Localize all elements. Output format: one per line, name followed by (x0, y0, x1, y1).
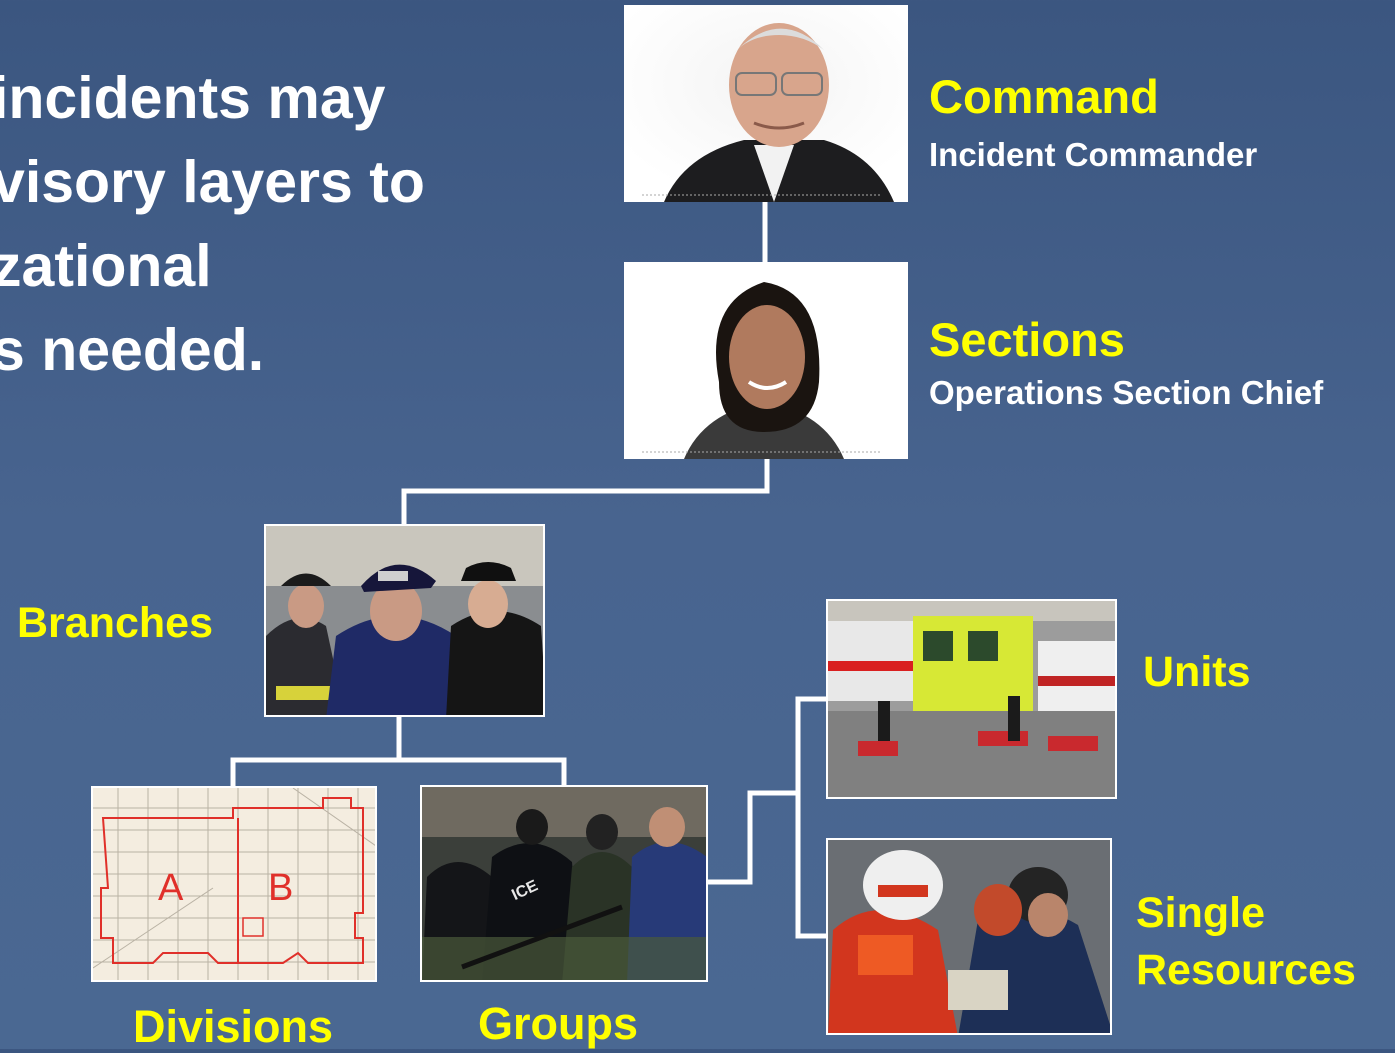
single-resources-line-1: Single (1136, 889, 1266, 937)
division-b-label: B (268, 867, 293, 909)
intro-line-3: zational (0, 233, 212, 299)
connector-groups-resources (707, 790, 798, 885)
intro-line-4: s needed. (0, 317, 265, 383)
division-a-label: A (158, 867, 184, 909)
command-photo (624, 5, 908, 202)
single-resources-line-2: Resources (1136, 946, 1356, 994)
units-photo (826, 599, 1117, 799)
single-resources-title: Single Resources (1136, 885, 1356, 999)
sections-role: Operations Section Chief (929, 374, 1324, 411)
connector-units-single-resources (795, 696, 826, 939)
intro-text: incidents may visory layers to zational … (0, 56, 512, 392)
command-role: Incident Commander (929, 136, 1258, 173)
groups-photo: ICE (420, 785, 708, 982)
connector-branches-divisions (230, 716, 402, 786)
divisions-title: Divisions (133, 1001, 334, 1052)
sections-title: Sections (929, 313, 1125, 366)
units-title: Units (1143, 648, 1251, 696)
intro-line-2: visory layers to (0, 149, 425, 215)
sections-photo (624, 262, 908, 459)
single-resources-photo (826, 838, 1112, 1035)
command-title: Command (929, 70, 1159, 123)
connector-sections-branches (401, 459, 770, 525)
groups-title: Groups (478, 998, 639, 1049)
branches-title: Branches (17, 599, 213, 647)
branches-photo (264, 524, 545, 717)
connector-branches-groups (399, 757, 567, 786)
divisions-map: A B (91, 786, 377, 982)
intro-line-1: incidents may (0, 65, 386, 131)
